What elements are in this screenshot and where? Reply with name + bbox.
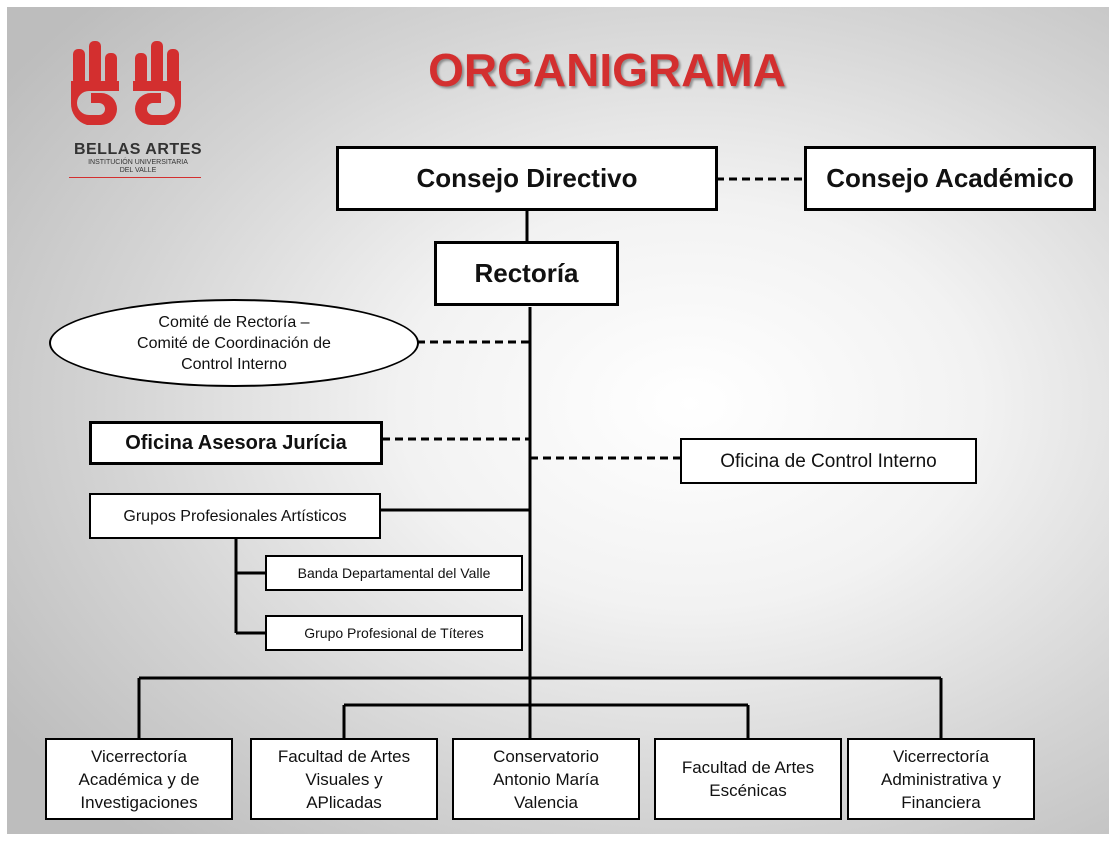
box-vicerrectoria-administrativa: Vicerrectoría Administrativa y Financier… — [847, 738, 1035, 820]
box-facultad-visuales: Facultad de Artes Visuales y APlicadas — [250, 738, 438, 820]
connector-lines — [137, 177, 943, 738]
box-banda: Banda Departamental del Valle — [265, 555, 523, 591]
banda-label: Banda Departamental del Valle — [297, 565, 491, 581]
box-oficina-juridica: Oficina Asesora Jurícia — [89, 421, 383, 465]
vic-administrativa-line3: Financiera — [901, 792, 981, 812]
conservatorio-line3: Valencia — [514, 792, 578, 812]
box-vicerrectoria-academica: Vicerrectoría Académica y de Investigaci… — [45, 738, 233, 820]
grupos-artisticos-label: Grupos Profesionales Artísticos — [123, 507, 347, 525]
vic-academica-line3: Investigaciones — [80, 792, 198, 812]
consejo-directivo-label: Consejo Directivo — [416, 163, 638, 193]
oficina-control-label: Oficina de Control Interno — [720, 450, 937, 472]
box-conservatorio: Conservatorio Antonio María Valencia — [452, 738, 640, 820]
logo-rule — [69, 177, 201, 178]
comite-line2: Comité de Coordinación de — [137, 334, 331, 352]
oficina-juridica-label: Oficina Asesora Jurícia — [125, 431, 347, 454]
vic-administrativa-line1: Vicerrectoría — [892, 746, 990, 766]
fac-visuales-line3: APlicadas — [306, 792, 382, 812]
comite-line1: Comité de Rectoría – — [158, 313, 310, 331]
box-titeres: Grupo Profesional de Títeres — [265, 615, 523, 651]
conservatorio-line2: Antonio María — [493, 769, 599, 789]
box-facultad-escenicas: Facultad de Artes Escénicas — [654, 738, 842, 820]
box-grupos-artisticos: Grupos Profesionales Artísticos — [89, 493, 381, 539]
organigram-slide: BELLAS ARTES INSTITUCIÓN UNIVERSITARIA D… — [7, 7, 1109, 834]
logo-subtitle: INSTITUCIÓN UNIVERSITARIA DEL VALLE — [57, 159, 219, 175]
box-rectoria: Rectoría — [434, 241, 619, 306]
vic-administrativa-line2: Administrativa y — [881, 769, 1001, 789]
rectoria-label: Rectoría — [474, 258, 579, 288]
fac-visuales-line2: Visuales y — [305, 769, 383, 789]
fac-escenicas-line2: Escénicas — [709, 781, 787, 800]
logo-subtitle-line1: INSTITUCIÓN UNIVERSITARIA — [88, 159, 188, 166]
vic-academica-line1: Vicerrectoría — [90, 746, 188, 766]
logo-subtitle-line2: DEL VALLE — [119, 167, 157, 174]
fac-visuales-line1: Facultad de Artes — [277, 746, 411, 766]
bellas-artes-logo — [70, 41, 182, 125]
logo-name: BELLAS ARTES — [73, 141, 203, 158]
vic-academica-line2: Académica y de — [78, 769, 200, 789]
ellipse-comite: Comité de Rectoría – Comité de Coordinac… — [49, 299, 419, 387]
box-consejo-academico: Consejo Académico — [804, 146, 1096, 211]
titeres-label: Grupo Profesional de Títeres — [304, 625, 484, 641]
comite-line3: Control Interno — [181, 355, 287, 373]
box-consejo-directivo: Consejo Directivo — [336, 146, 718, 211]
fac-escenicas-line1: Facultad de Artes — [681, 758, 815, 777]
conservatorio-line1: Conservatorio — [493, 746, 599, 766]
consejo-academico-label: Consejo Académico — [826, 163, 1074, 193]
page-title: ORGANIGRAMA — [428, 44, 786, 96]
box-oficina-control: Oficina de Control Interno — [680, 438, 977, 484]
